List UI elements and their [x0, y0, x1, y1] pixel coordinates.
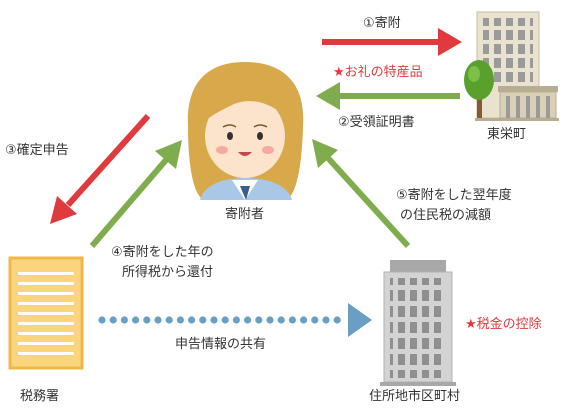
info-share-dot — [199, 316, 207, 324]
info-share-label: 申告情報の共有 — [175, 337, 267, 352]
tax-office-document-icon — [8, 256, 84, 370]
arrow-income-tax-refund — [89, 140, 182, 248]
step3-tax-return-label: ③確定申告 — [5, 143, 69, 158]
info-share-dot — [255, 316, 263, 324]
info-share-dot — [165, 316, 173, 324]
info-share-dot — [232, 316, 240, 324]
info-share-dot — [277, 316, 285, 324]
step4-line1-label: ④寄附をした年の — [111, 245, 214, 260]
info-share-dot — [244, 316, 252, 324]
step2-receipt-label: ②受領証明書 — [338, 115, 415, 130]
info-share-dot — [300, 316, 308, 324]
arrow-resident-tax-reduction — [312, 139, 411, 249]
info-share-dot — [132, 316, 140, 324]
donor-icon — [187, 62, 304, 200]
info-share-dot — [221, 316, 229, 324]
info-share-dot — [322, 316, 330, 324]
arrow-donation — [322, 28, 462, 56]
info-share-dot — [266, 316, 274, 324]
municipality-label: 住所地市区町村 — [369, 389, 461, 404]
info-share-dot — [120, 316, 128, 324]
info-share-dot — [143, 316, 151, 324]
arrow-info-share — [98, 303, 372, 337]
info-share-dot — [188, 316, 196, 324]
info-share-dot — [311, 316, 319, 324]
gift-note-label: ★お礼の特産品 — [333, 65, 423, 80]
info-share-dot — [98, 316, 106, 324]
step4-line2-label: 所得税から還付 — [122, 265, 214, 280]
info-share-dot — [109, 316, 117, 324]
donor-label: 寄附者 — [225, 207, 265, 222]
tax-office-label: 税務署 — [20, 389, 60, 404]
step1-donation-label: ①寄附 — [363, 16, 401, 31]
municipality-building-icon — [380, 260, 456, 386]
step5-line1-label: ⑤寄附をした翌年度 — [396, 188, 512, 203]
arrow-receipt — [316, 82, 460, 110]
arrow-tax-return — [50, 113, 151, 224]
tree-icon — [464, 60, 494, 118]
info-share-dot — [154, 316, 162, 324]
info-share-dot — [210, 316, 218, 324]
town-label: 東栄町 — [487, 127, 527, 142]
deduction-note-label: ★税金の控除 — [465, 317, 542, 332]
info-share-dot — [176, 316, 184, 324]
step5-line2-label: の住民税の減額 — [400, 208, 492, 223]
info-share-dot — [288, 316, 296, 324]
info-share-dot — [333, 316, 341, 324]
